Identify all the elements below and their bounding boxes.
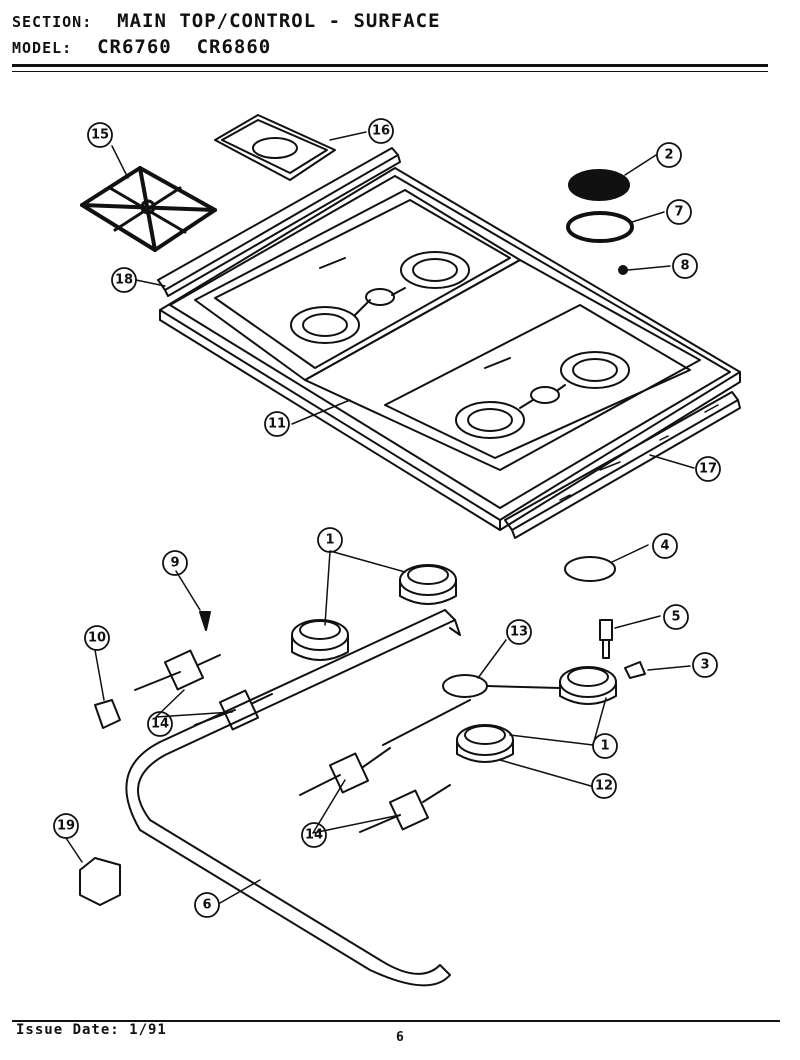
callout-11: 11 [268, 417, 286, 432]
callout-16: 16 [372, 124, 390, 139]
callout-circles [53, 118, 721, 918]
surface-burner [291, 619, 349, 661]
callout-19: 19 [57, 819, 75, 834]
gas-manifold [125, 609, 461, 987]
callout-3: 3 [700, 658, 709, 673]
callout-5: 5 [671, 610, 680, 625]
callout-8: 8 [680, 259, 689, 274]
burner-box [214, 114, 336, 181]
model-label: MODEL: [12, 39, 73, 57]
burner-ring [566, 211, 634, 243]
surface-burner [456, 724, 514, 763]
header-rule-thin [12, 71, 768, 72]
callout-1: 1 [325, 533, 334, 548]
tube-loop [442, 674, 488, 698]
orifice-fitting [599, 619, 613, 659]
burner-cap [568, 169, 630, 201]
side-trim-strip [157, 147, 401, 297]
gas-valve [299, 747, 391, 796]
callout-14: 14 [151, 717, 169, 732]
section-value: MAIN TOP/CONTROL - SURFACE [117, 10, 441, 32]
ignitor-clip [94, 699, 121, 729]
header-rule-thick [12, 64, 768, 67]
callout-7: 7 [674, 205, 683, 220]
callout-9: 9 [170, 556, 179, 571]
section-title: SECTION: MAIN TOP/CONTROL - SURFACE [12, 10, 441, 32]
burner-recesses [290, 251, 630, 439]
footer-rule [12, 1020, 780, 1022]
callout-1: 1 [600, 739, 609, 754]
callout-15: 15 [91, 128, 109, 143]
callout-14: 14 [305, 828, 323, 843]
callout-18: 18 [115, 273, 133, 288]
callout-13: 13 [510, 625, 528, 640]
spark-module [79, 857, 121, 906]
callout-6: 6 [202, 898, 211, 913]
screw-8 [618, 265, 628, 275]
screw-9 [199, 611, 211, 631]
callout-2: 2 [664, 148, 673, 163]
burner-tube [382, 685, 561, 746]
seal-ring [564, 556, 616, 582]
model-line: MODEL: CR6760 CR6860 [12, 36, 271, 58]
cooktop-main-top [159, 167, 741, 531]
surface-burner [399, 564, 457, 605]
burner-grate [80, 166, 217, 252]
page-number: 6 [396, 1030, 404, 1045]
callout-10: 10 [88, 631, 106, 646]
surface-burner [559, 666, 617, 705]
callout-4: 4 [660, 539, 669, 554]
callout-17: 17 [699, 462, 717, 477]
control-panel-trim [504, 391, 741, 539]
section-label: SECTION: [12, 13, 93, 31]
model-value: CR6760 CR6860 [97, 36, 272, 58]
gas-valve [134, 649, 221, 691]
gas-valve [359, 784, 451, 833]
issue-date: Issue Date: 1/91 [16, 1022, 167, 1038]
callout-12: 12 [595, 779, 613, 794]
ignitor-bracket [624, 661, 646, 679]
